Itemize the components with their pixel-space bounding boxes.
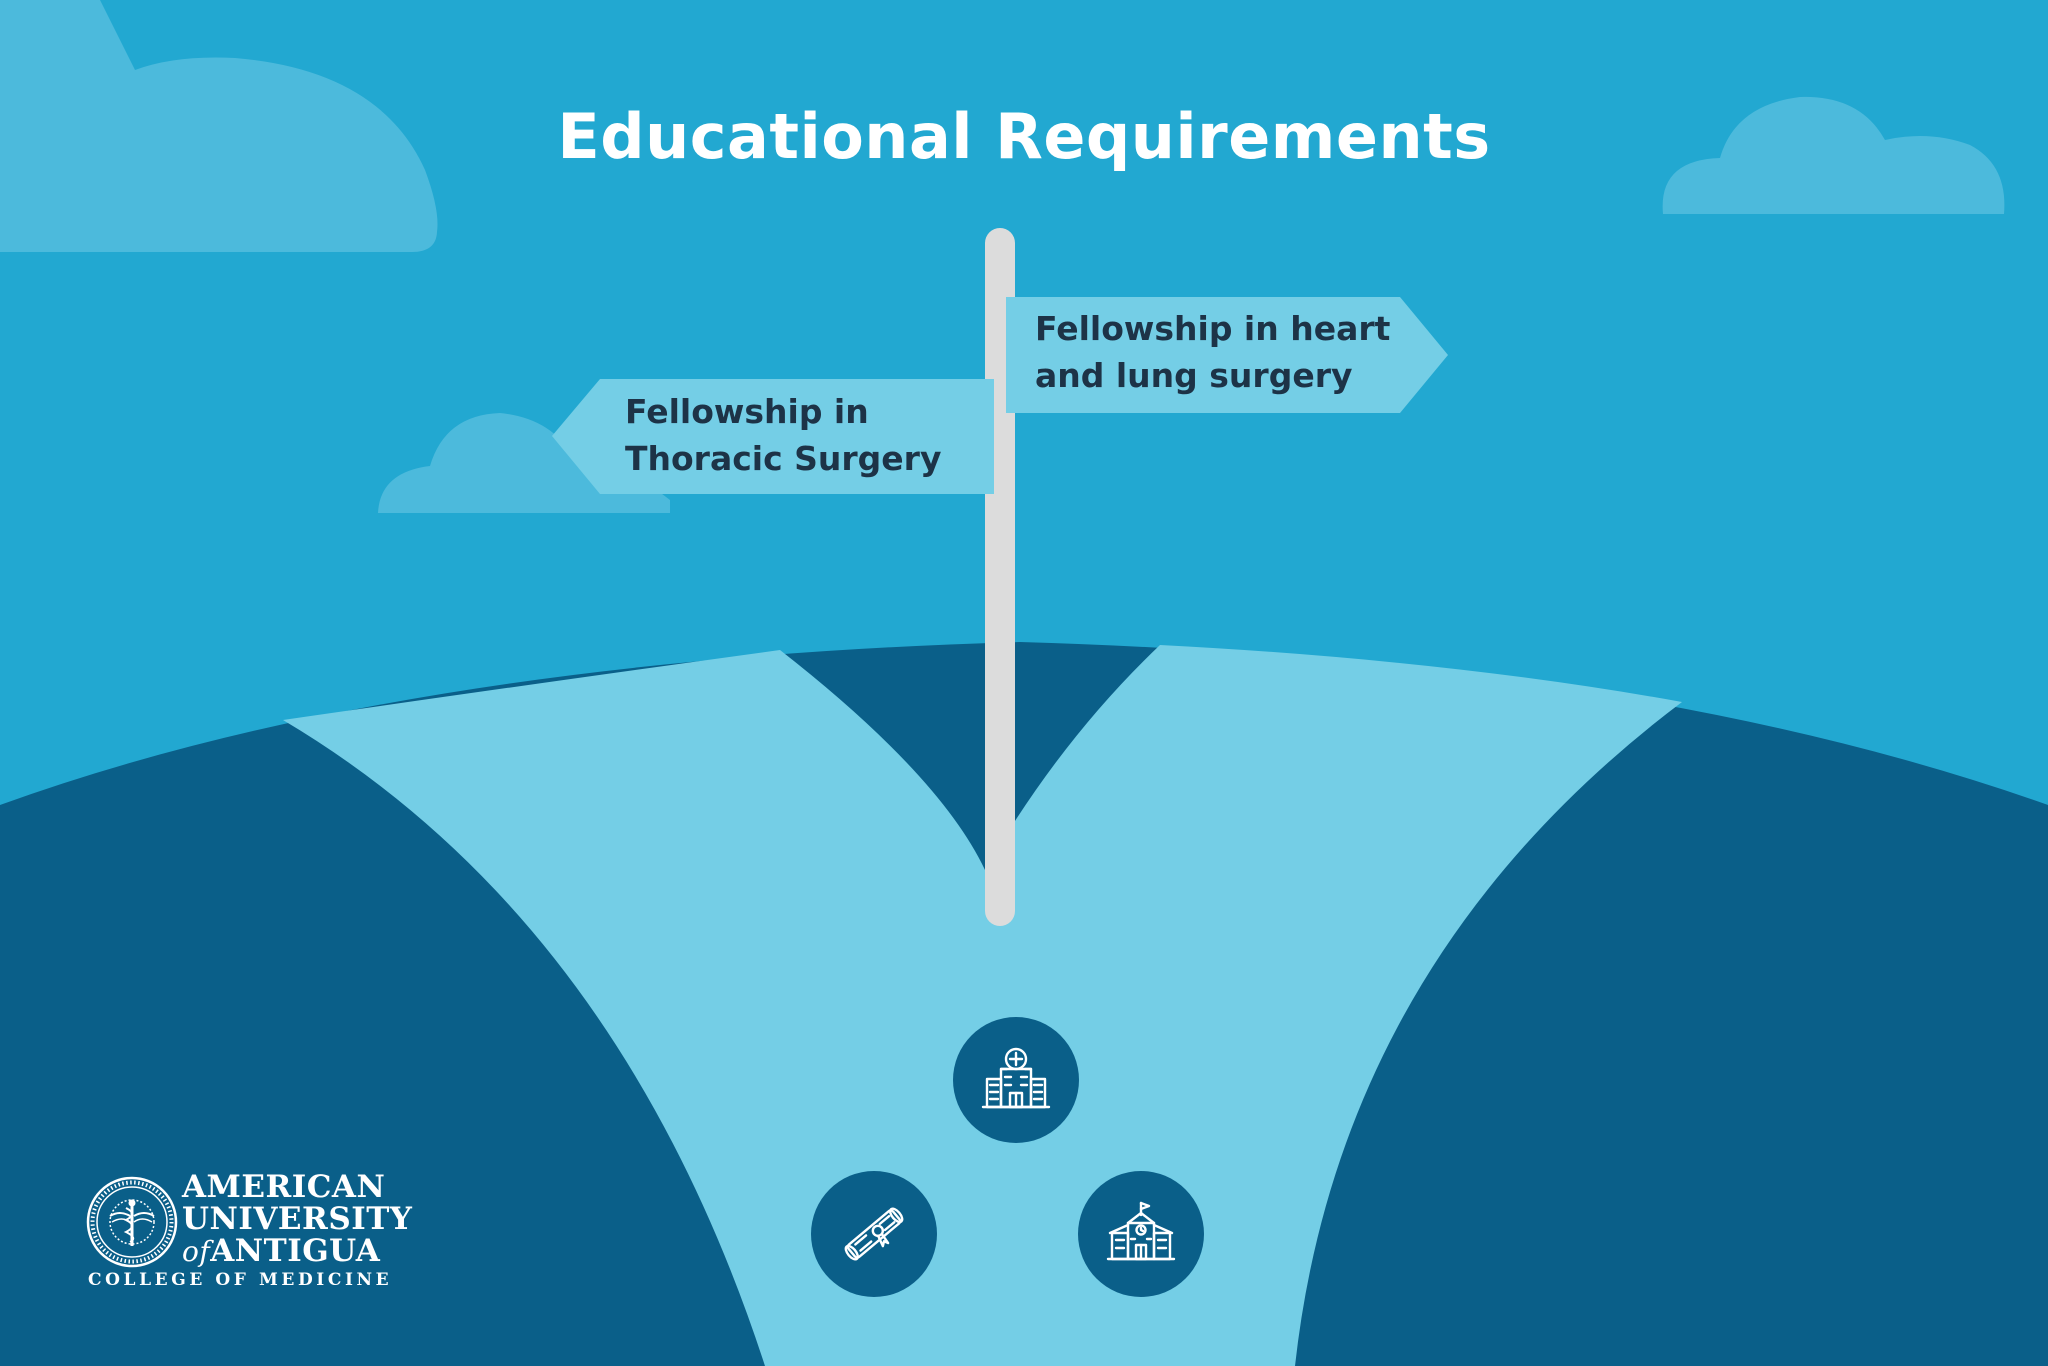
logo-line-university: UNIVERSITY [182, 1201, 413, 1237]
university-logo: AMERICAN UNIVERSITY ofANTIGUA COLLEGE OF… [86, 1169, 412, 1290]
sign-left-board [552, 379, 994, 494]
school-icon-badge [1078, 1171, 1204, 1297]
diploma-icon-badge [811, 1171, 937, 1297]
logo-line-antigua: ofANTIGUA [182, 1234, 380, 1269]
school-icon [1106, 1201, 1176, 1261]
logo-of: of [182, 1235, 211, 1268]
logo-antigua: ANTIGUA [210, 1233, 381, 1269]
logo-line-college: COLLEGE OF MEDICINE [88, 1270, 393, 1290]
sign-left-label: Fellowship in Thoracic Surgery [625, 388, 941, 482]
hospital-icon [981, 1047, 1051, 1109]
cloud-top-left [0, 0, 438, 252]
cloud-top-right [1662, 96, 2005, 214]
sign-left-line-1: Fellowship in [625, 392, 869, 431]
university-seal-icon [86, 1176, 178, 1268]
diploma-icon [844, 1207, 904, 1261]
sign-right-label: Fellowship in heart and lung surgery [1035, 305, 1390, 399]
sign-right-board [1006, 297, 1448, 413]
sign-right-line-2: and lung surgery [1035, 356, 1353, 395]
forked-path [283, 645, 1682, 1366]
logo-line-american: AMERICAN [182, 1169, 386, 1205]
sign-left-line-2: Thoracic Surgery [625, 439, 942, 478]
page-title: Educational Requirements [557, 100, 1491, 173]
sign-right-line-1: Fellowship in heart [1035, 309, 1391, 348]
hospital-icon-badge [953, 1017, 1079, 1143]
